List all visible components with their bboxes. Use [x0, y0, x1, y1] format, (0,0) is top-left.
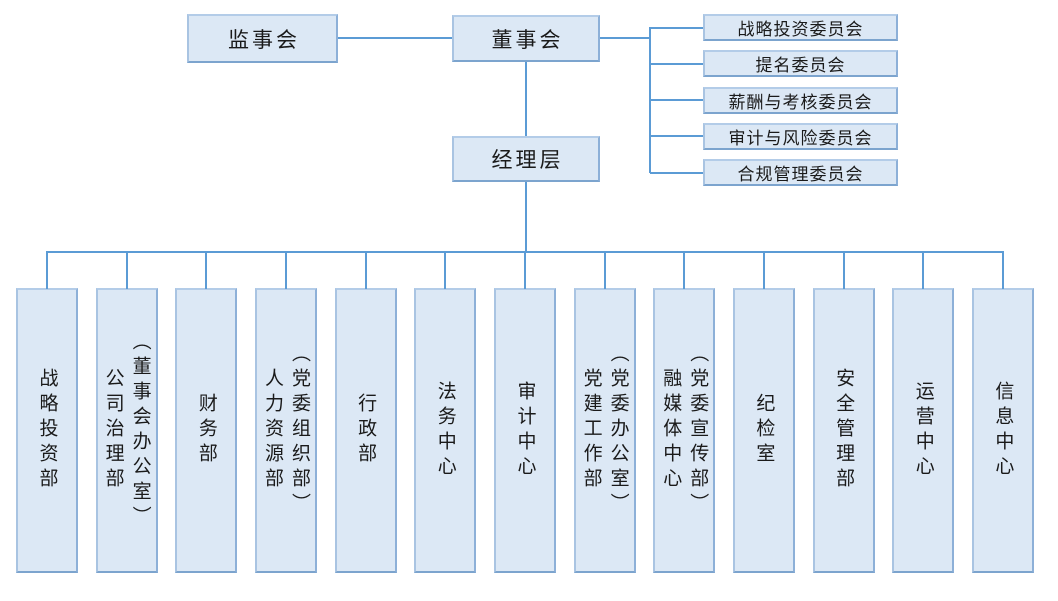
department-box: 审计中心: [493, 253, 556, 573]
committee-box: 提名委员会: [650, 50, 898, 78]
department-label: 安全管理部: [833, 368, 855, 493]
department-label: 公司治理部 （董事会办公室）: [102, 330, 151, 531]
connector-department-bus: [46, 251, 1004, 253]
node-board-of-directors-label: 董事会: [491, 27, 564, 52]
department-box: 安全管理部: [812, 253, 875, 573]
node-management-layer-label: 经理层: [491, 148, 564, 172]
department-box: 财务部: [175, 253, 238, 573]
department-box: 党建工作部 （党委办公室）: [573, 253, 636, 573]
department-box: 融媒体中心 （党委宣传部）: [653, 253, 716, 573]
committee-box: 审计与风险委员会: [650, 122, 898, 150]
department-box: 法务中心: [414, 253, 477, 573]
department-label: 行政部: [355, 393, 377, 468]
department-box: 信息中心: [971, 253, 1034, 573]
connector-management-to-dept-bus: [525, 182, 527, 252]
committee-box: 合规管理委员会: [650, 159, 898, 186]
department-box: 纪检室: [732, 253, 795, 573]
department-label: 财务部: [195, 393, 217, 468]
connector-board-to-committee-bus: [600, 37, 650, 39]
department-box: 人力资源部 （党委组织部）: [254, 253, 317, 573]
department-box: 战略投资部: [16, 253, 78, 573]
department-label: 融媒体中心 （党委宣传部）: [660, 343, 709, 518]
department-label: 审计中心: [514, 380, 536, 481]
department-label: 运营中心: [912, 380, 934, 481]
department-box: 行政部: [334, 253, 397, 573]
connector-supervisory-to-board: [338, 37, 452, 39]
committee-label: 薪酬与考核委员会: [728, 92, 873, 112]
committee-list: 战略投资委员会提名委员会薪酬与考核委员会审计与风险委员会合规管理委员会: [650, 14, 898, 186]
connector-board-to-management: [525, 62, 527, 136]
node-board-of-directors: 董事会: [452, 15, 600, 62]
department-label: 战略投资部: [36, 368, 58, 493]
committee-box: 薪酬与考核委员会: [650, 86, 898, 114]
department-box: 运营中心: [892, 253, 955, 573]
department-label: 人力资源部 （党委组织部）: [261, 343, 310, 518]
committee-label: 审计与风险委员会: [728, 128, 873, 148]
department-list: 战略投资部 公司治理部 （董事会办公室） 财务部 人力资源部 （党委组织部） 行政部 法务…: [16, 253, 1034, 573]
committee-label: 提名委员会: [755, 56, 846, 76]
department-label: 法务中心: [434, 380, 456, 481]
department-box: 公司治理部 （董事会办公室）: [95, 253, 158, 573]
node-supervisory-board: 监事会: [187, 14, 338, 63]
committee-label: 合规管理委员会: [737, 165, 864, 184]
committee-label: 战略投资委员会: [737, 20, 864, 39]
node-management-layer: 经理层: [452, 136, 600, 182]
committee-box: 战略投资委员会: [650, 14, 898, 41]
node-supervisory-board-label: 监事会: [228, 27, 300, 52]
department-label: 党建工作部 （党委办公室）: [580, 343, 629, 518]
department-label: 信息中心: [992, 380, 1014, 481]
department-label: 纪检室: [753, 393, 775, 468]
